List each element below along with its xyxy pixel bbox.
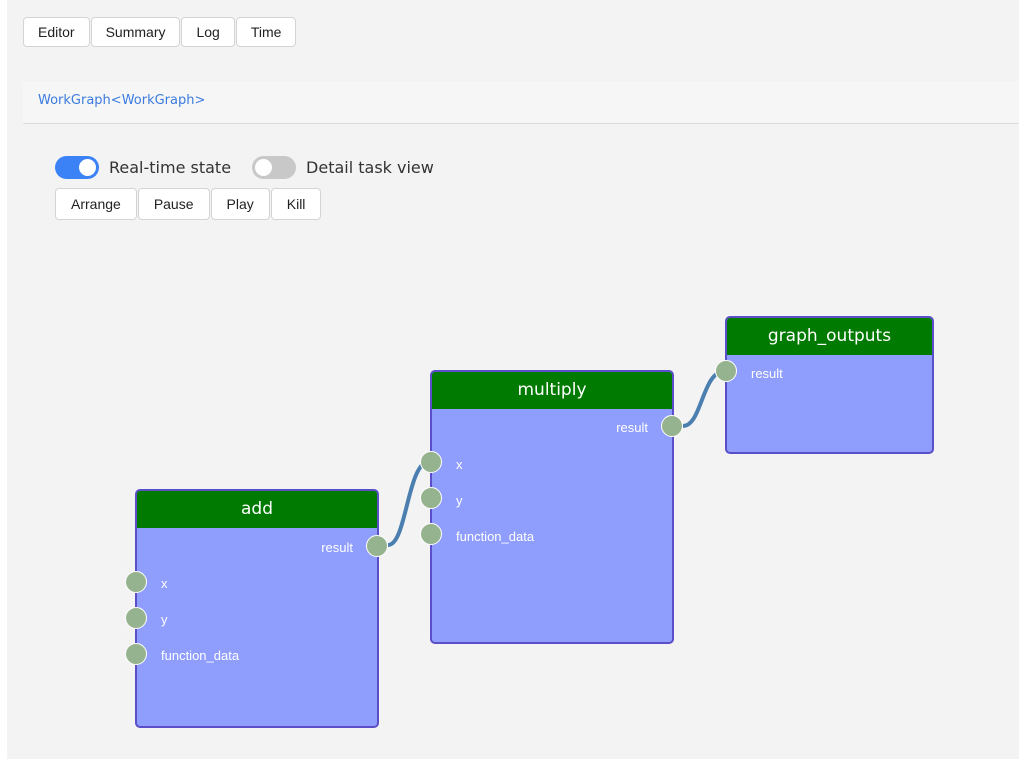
detail-task-view-label: Detail task view xyxy=(306,158,434,177)
graph-outputs-input-result-socket[interactable] xyxy=(715,360,737,382)
view-toggles: Real-time state Detail task view xyxy=(55,156,455,179)
multiply-input-function-data-socket[interactable] xyxy=(420,523,442,545)
node-add[interactable]: add result x y function_data xyxy=(135,489,379,728)
play-button[interactable]: Play xyxy=(210,188,270,220)
input-label: result xyxy=(751,366,783,381)
tab-editor[interactable]: Editor xyxy=(23,17,90,47)
realtime-state-label: Real-time state xyxy=(109,158,232,177)
node-title: graph_outputs xyxy=(727,318,932,355)
toggle-knob xyxy=(79,159,96,176)
multiply-input-x-socket[interactable] xyxy=(420,451,442,473)
tab-time[interactable]: Time xyxy=(235,17,297,47)
node-multiply[interactable]: multiply result x y function_data xyxy=(430,370,674,644)
output-label: result xyxy=(321,540,353,555)
node-title: add xyxy=(137,491,377,528)
detail-task-view-toggle[interactable] xyxy=(252,156,297,179)
multiply-output-result-socket[interactable] xyxy=(661,415,683,437)
multiply-input-y-socket[interactable] xyxy=(420,487,442,509)
input-label: x xyxy=(456,457,463,472)
graph-canvas[interactable]: add result x y function_data multiply re… xyxy=(7,0,1019,759)
input-label: y xyxy=(456,493,463,508)
output-label: result xyxy=(616,420,648,435)
breadcrumb-link[interactable]: WorkGraph<WorkGraph> xyxy=(38,93,206,108)
arrange-button[interactable]: Arrange xyxy=(55,188,137,220)
input-label: y xyxy=(161,612,168,627)
toggle-knob xyxy=(255,159,273,176)
node-graph-outputs[interactable]: graph_outputs result xyxy=(725,316,934,454)
pause-button[interactable]: Pause xyxy=(137,188,210,220)
add-output-result-socket[interactable] xyxy=(366,535,388,557)
breadcrumb: WorkGraph<WorkGraph> xyxy=(23,81,1019,124)
graph-actions: Arrange Pause Play Kill xyxy=(55,188,322,220)
input-label: function_data xyxy=(161,648,240,663)
add-input-y-socket[interactable] xyxy=(125,607,147,629)
add-input-function-data-socket[interactable] xyxy=(125,643,147,665)
add-input-x-socket[interactable] xyxy=(125,571,147,593)
input-label: function_data xyxy=(456,529,535,544)
tab-bar: Editor Summary Log Time xyxy=(23,17,297,47)
kill-button[interactable]: Kill xyxy=(270,188,322,220)
tab-summary[interactable]: Summary xyxy=(90,17,181,47)
input-label: x xyxy=(161,576,168,591)
tab-log[interactable]: Log xyxy=(181,17,235,47)
realtime-state-toggle[interactable] xyxy=(55,156,99,179)
node-title: multiply xyxy=(432,372,672,409)
workgraph-page: Editor Summary Log Time WorkGraph<WorkGr… xyxy=(7,0,1019,759)
